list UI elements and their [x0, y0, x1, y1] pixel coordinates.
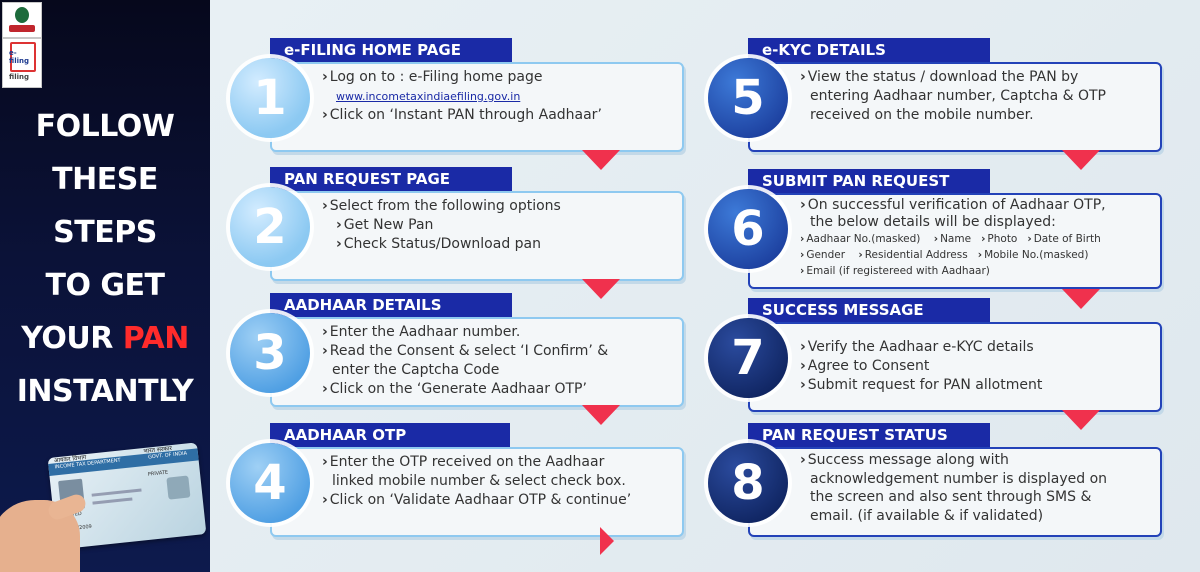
step-1-number: 1: [230, 58, 310, 138]
step-4-box: ›Enter the OTP received on the Aadhaar l…: [270, 447, 684, 537]
efiling-logo: e- filing filing: [2, 38, 42, 88]
pan-card-line: [92, 497, 133, 505]
step-1-title: e-FILING HOME PAGE: [270, 38, 512, 62]
left-panel: e- filing filing FOLLOW THESE STEPS TO G…: [0, 0, 210, 572]
step-2: ›Select from the following options ›Get …: [230, 167, 690, 299]
arrow-down-icon: [1062, 150, 1100, 170]
step-4-body: ›Enter the OTP received on the Aadhaar l…: [322, 454, 632, 508]
headline-line-4: TO GET: [45, 268, 166, 303]
efiling-logo-text-3: filing: [9, 73, 29, 81]
arrow-down-icon: [1062, 289, 1100, 309]
headline-your: YOUR: [21, 321, 123, 356]
step-7-title: SUCCESS MESSAGE: [748, 298, 990, 322]
step-7: ›Verify the Aadhaar e-KYC details ›Agree…: [708, 298, 1178, 430]
headline-line-3: STEPS: [53, 215, 157, 250]
pan-card-hologram: [166, 475, 191, 500]
arrow-down-icon: [582, 405, 620, 425]
headline-line-1: FOLLOW: [35, 109, 175, 144]
step-3: ›Enter the Aadhaar number. ›Read the Con…: [230, 293, 690, 425]
arrow-down-icon: [582, 150, 620, 170]
step-4: ›Enter the OTP received on the Aadhaar l…: [230, 423, 700, 563]
step-4-number: 4: [230, 443, 310, 523]
step-2-box: ›Select from the following options ›Get …: [270, 191, 684, 281]
details-row-2: ›Gender ›Residential Address ›Mobile No.…: [800, 249, 1089, 261]
arrow-down-icon: [1062, 410, 1100, 430]
step-1: ›Log on to : e-Filing home page www.inco…: [230, 38, 690, 170]
step-8-body: ›Success message along with acknowledgem…: [800, 452, 1108, 524]
headline-line-6: INSTANTLY: [16, 374, 194, 409]
details-row-3: ›Email (if registereed with Aadhaar): [800, 265, 990, 277]
efiling-logo-text-1: e-: [9, 49, 17, 57]
steps-panel: ›Log on to : e-Filing home page www.inco…: [210, 0, 1200, 572]
step-3-body: ›Enter the Aadhaar number. ›Read the Con…: [322, 324, 609, 397]
step-1-line: ›Log on to : e-Filing home page: [322, 69, 543, 85]
step-5-number: 5: [708, 58, 788, 138]
step-6-number: 6: [708, 189, 788, 269]
step-5-box: ›View the status / download the PAN by e…: [748, 62, 1162, 152]
emblem-icon: [15, 7, 29, 23]
step-6-body: ›On successful verification of Aadhaar O…: [800, 197, 1152, 279]
step-1-body: ›Log on to : e-Filing home page www.inco…: [322, 68, 674, 125]
headline-line-5: YOUR PAN: [0, 312, 210, 365]
step-5-body: ›View the status / download the PAN by e…: [800, 69, 1106, 123]
efiling-link[interactable]: www.incometaxindiaefiling.gov.in: [336, 90, 521, 103]
step-1-box: ›Log on to : e-Filing home page www.inco…: [270, 62, 684, 152]
arrow-down-icon: [582, 279, 620, 299]
step-8-number: 8: [708, 443, 788, 523]
step-7-body: ›Verify the Aadhaar e-KYC details ›Agree…: [800, 339, 1043, 393]
step-3-title: AADHAAR DETAILS: [270, 293, 512, 317]
step-3-box: ›Enter the Aadhaar number. ›Read the Con…: [270, 317, 684, 407]
document-icon: [10, 42, 36, 72]
step-4-title: AADHAAR OTP: [270, 423, 510, 447]
details-row-1: ›Aadhaar No.(masked) ›Name ›Photo ›Date …: [800, 233, 1101, 245]
step-8: ›Success message along with acknowledgem…: [708, 423, 1178, 563]
step-6-box: ›On successful verification of Aadhaar O…: [748, 193, 1162, 289]
step-2-number: 2: [230, 187, 310, 267]
step-5: ›View the status / download the PAN by e…: [708, 38, 1178, 170]
step-8-box: ›Success message along with acknowledgem…: [748, 447, 1162, 537]
headline: FOLLOW THESE STEPS TO GET YOUR PAN INSTA…: [0, 100, 210, 418]
headline-pan: PAN: [122, 321, 190, 356]
step-7-number: 7: [708, 318, 788, 398]
step-2-title: PAN REQUEST PAGE: [270, 167, 512, 191]
step-7-box: ›Verify the Aadhaar e-KYC details ›Agree…: [748, 322, 1162, 412]
step-8-title: PAN REQUEST STATUS: [748, 423, 990, 447]
ribbon-icon: [9, 25, 35, 32]
pan-card-private: PRIVATE: [147, 469, 169, 478]
pan-card-line: [91, 488, 142, 497]
step-6: ›On successful verification of Aadhaar O…: [708, 169, 1178, 309]
arrow-right-icon: [600, 527, 614, 555]
step-1-line: ›Click on ‘Instant PAN through Aadhaar’: [322, 107, 602, 123]
efiling-logo-text-2: filing: [9, 57, 29, 65]
headline-line-2: THESE: [52, 162, 158, 197]
step-3-number: 3: [230, 313, 310, 393]
step-6-title: SUBMIT PAN REQUEST: [748, 169, 990, 193]
step-5-title: e-KYC DETAILS: [748, 38, 990, 62]
step-2-body: ›Select from the following options ›Get …: [322, 198, 561, 252]
emblem-logo: [2, 2, 42, 38]
